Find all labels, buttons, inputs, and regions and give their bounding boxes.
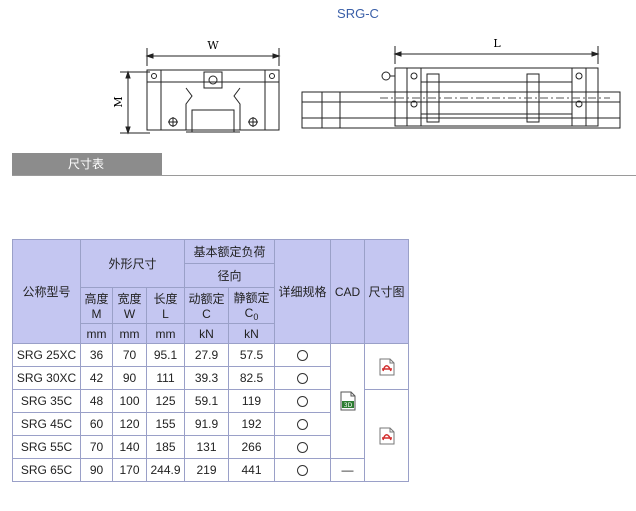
cell-l: 155 xyxy=(146,412,185,436)
cell-m: 36 xyxy=(80,343,113,367)
dim-l-label: L xyxy=(493,37,501,50)
svg-text:3D: 3D xyxy=(343,402,352,409)
drawing-header: 尺寸图 xyxy=(364,239,409,344)
page-title: SRG-C xyxy=(337,6,379,21)
dim-m-label: M xyxy=(112,96,125,107)
cell-c0: 192 xyxy=(228,412,275,436)
cad-header: CAD xyxy=(330,239,365,344)
load-header: 基本额定负荷 xyxy=(184,239,275,264)
cell-w: 100 xyxy=(112,389,147,413)
cell-l: 244.9 xyxy=(146,458,185,482)
cell-m: 48 xyxy=(80,389,113,413)
cell-l: 125 xyxy=(146,389,185,413)
pdf-icon[interactable] xyxy=(379,427,395,445)
section-tab-dimensions: 尺寸表 xyxy=(12,153,162,175)
cell-w: 170 xyxy=(112,458,147,482)
dim-w-label: W xyxy=(207,39,219,52)
unit-kn: kN xyxy=(228,323,275,344)
cell-c: 27.9 xyxy=(184,343,229,367)
table-row: SRG 35C 48 100 125 59.1 119 xyxy=(12,389,409,482)
spec-circle-icon[interactable] xyxy=(297,373,308,385)
section-header: 尺寸表 xyxy=(12,153,636,176)
cell-c0: 441 xyxy=(228,458,275,482)
spec-circle-icon[interactable] xyxy=(297,419,308,431)
cell-c0: 266 xyxy=(228,435,275,459)
product-drawing: W L M xyxy=(112,37,621,135)
spec-header: 详细规格 xyxy=(274,239,331,344)
spec-link[interactable] xyxy=(274,458,331,482)
cell-w: 120 xyxy=(112,412,147,436)
cell-model: SRG 45C xyxy=(12,412,81,436)
table-row: SRG 55C 70 140 185 131 266 xyxy=(12,435,409,459)
drawing-cell[interactable] xyxy=(364,389,409,482)
table-row: SRG 25XC 36 70 95.1 27.9 57.5 3D xyxy=(12,343,409,459)
unit-mm: mm xyxy=(146,323,185,344)
cad-cell[interactable]: 3D xyxy=(330,343,365,459)
table-row: SRG 45C 60 120 155 91.9 192 xyxy=(12,412,409,436)
cell-c: 59.1 xyxy=(184,389,229,413)
spec-link[interactable] xyxy=(274,412,331,436)
cell-l: 111 xyxy=(146,366,185,390)
cell-model: SRG 30XC xyxy=(12,366,81,390)
table-row: SRG 65C 90 170 244.9 219 441 — xyxy=(12,458,409,482)
cell-w: 70 xyxy=(112,343,147,367)
cell-c0: 57.5 xyxy=(228,343,275,367)
cell-l: 95.1 xyxy=(146,343,185,367)
cell-m: 90 xyxy=(80,458,113,482)
spec-link[interactable] xyxy=(274,435,331,459)
unit-kn: kN xyxy=(184,323,229,344)
cell-model: SRG 55C xyxy=(12,435,81,459)
cell-m: 70 xyxy=(80,435,113,459)
unit-mm: mm xyxy=(80,323,113,344)
cell-c: 39.3 xyxy=(184,366,229,390)
outer-dims-header: 外形尺寸 xyxy=(80,239,185,288)
cad-unavailable: — xyxy=(330,458,365,482)
spec-circle-icon[interactable] xyxy=(297,350,308,362)
pdf-icon[interactable] xyxy=(379,358,395,376)
cell-model: SRG 35C xyxy=(12,389,81,413)
cell-w: 90 xyxy=(112,366,147,390)
cell-c: 219 xyxy=(184,458,229,482)
cell-l: 185 xyxy=(146,435,185,459)
spec-link[interactable] xyxy=(274,366,331,390)
cell-c0: 82.5 xyxy=(228,366,275,390)
cell-model: SRG 65C xyxy=(12,458,81,482)
drawing-cell[interactable] xyxy=(364,343,409,390)
spec-link[interactable] xyxy=(274,343,331,367)
spec-circle-icon[interactable] xyxy=(297,442,308,454)
radial-header: 径向 xyxy=(184,263,275,288)
spec-circle-icon[interactable] xyxy=(297,465,308,477)
cell-c0: 119 xyxy=(228,389,275,413)
spec-link[interactable] xyxy=(274,389,331,413)
cell-c: 131 xyxy=(184,435,229,459)
spec-circle-icon[interactable] xyxy=(297,396,308,408)
cell-c: 91.9 xyxy=(184,412,229,436)
table-row: SRG 30XC 42 90 111 39.3 82.5 xyxy=(12,366,409,390)
unit-mm: mm xyxy=(112,323,147,344)
cell-m: 42 xyxy=(80,366,113,390)
cell-model: SRG 25XC xyxy=(12,343,81,367)
cell-w: 140 xyxy=(112,435,147,459)
cell-m: 60 xyxy=(80,412,113,436)
model-header: 公称型号 xyxy=(12,239,81,344)
cad-3d-icon[interactable]: 3D xyxy=(339,391,357,411)
